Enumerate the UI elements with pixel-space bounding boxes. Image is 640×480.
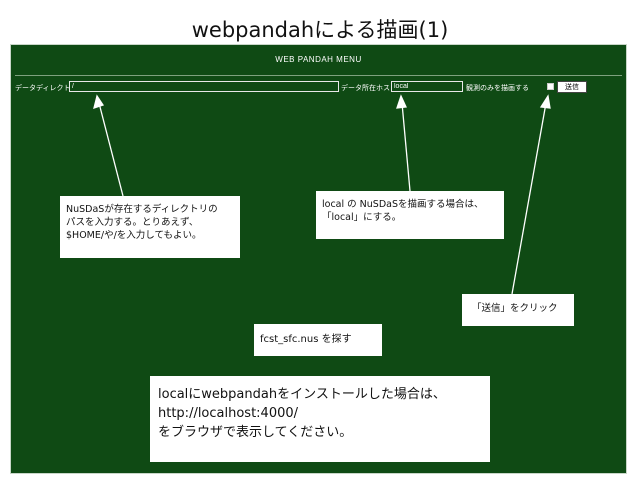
header-divider (15, 75, 622, 76)
install-note: localにwebpandahをインストールした場合は、 http://loca… (150, 376, 490, 462)
form-row: データディレクトリ データ所在ホスト 観測のみを描画する 送信 (15, 81, 625, 95)
submit-button[interactable]: 送信 (557, 81, 587, 93)
data-host-input[interactable] (391, 81, 463, 92)
data-host-label: データ所在ホスト (341, 85, 397, 92)
directory-note: NuSDaSが存在するディレクトリの パスを入力する。とりあえず、 $HOME/… (60, 196, 240, 258)
search-note: fcst_sfc.nus を探す (254, 324, 382, 356)
slide-title: webpandahによる描画(1) (191, 18, 449, 42)
data-directory-input[interactable] (69, 81, 339, 92)
obs-only-checkbox[interactable] (547, 83, 554, 90)
data-directory-label: データディレクトリ (15, 85, 78, 92)
obs-only-label: 観測のみを描画する (466, 85, 529, 92)
menu-header: WEB PANDAH MENU (275, 55, 362, 64)
submit-note: 「送信」をクリック (462, 294, 574, 326)
host-note: local の NuSDaSを描画する場合は、 「local」にする。 (316, 191, 504, 239)
